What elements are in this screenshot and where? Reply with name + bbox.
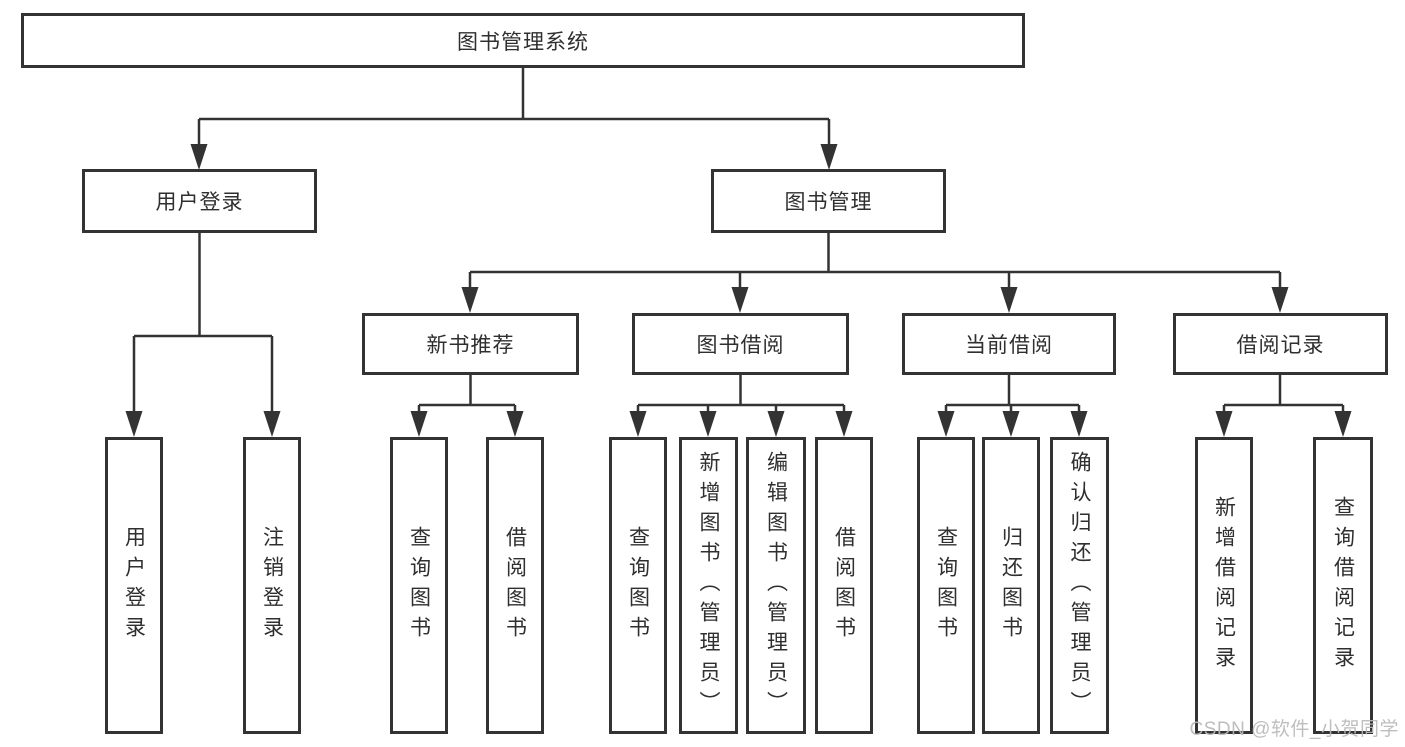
arrow-down-icon [835,411,853,437]
node-book-management: 图书管理 [711,169,946,233]
leaf-borrow-borrow-label: 借阅图书 [832,525,856,646]
arrow-down-icon [1334,411,1352,437]
arrow-down-icon [461,287,479,313]
connector-new-book-to-leaves [417,375,517,413]
leaf-current-query-label: 查询图书 [934,525,958,646]
node-new-book-recommend-label: 新书推荐 [426,334,515,357]
leaf-borrow-borrow: 借阅图书 [815,437,873,734]
arrow-down-icon [1070,411,1088,437]
arrow-down-icon [263,411,281,437]
node-book-borrow: 图书借阅 [632,313,849,375]
connector-root-to-level2 [197,68,831,146]
leaf-borrow-edit: 编辑图书（管理员） [746,437,806,734]
node-book-borrow-label: 图书借阅 [696,334,785,357]
arrow-down-icon [699,411,717,437]
leaf-user-login: 用户登录 [105,437,163,734]
leaf-borrow-add-label: 新增图书（管理员） [697,450,720,721]
leaf-newbook-borrow-label: 借阅图书 [503,525,527,646]
leaf-record-query: 查询借阅记录 [1313,437,1373,734]
arrow-down-icon [937,411,955,437]
leaf-record-query-label: 查询借阅记录 [1331,495,1355,676]
leaf-borrow-query-label: 查询图书 [626,525,650,646]
leaf-newbook-borrow: 借阅图书 [486,437,544,734]
leaf-record-add-label: 新增借阅记录 [1212,495,1236,676]
leaf-current-confirm: 确认归还（管理员） [1050,437,1109,734]
arrow-down-icon [767,411,785,437]
connector-book-borrow-to-leaves [636,375,846,413]
arrow-down-icon [506,411,524,437]
leaf-current-query: 查询图书 [917,437,975,734]
arrow-down-icon [1271,287,1289,313]
arrow-down-icon [1000,287,1018,313]
leaf-borrow-add: 新增图书（管理员） [679,437,738,734]
leaf-record-add: 新增借阅记录 [1195,437,1253,734]
arrow-down-icon [410,411,428,437]
arrow-down-icon [629,411,647,437]
leaf-borrow-edit-label: 编辑图书（管理员） [764,450,788,721]
arrow-down-icon [1215,411,1233,437]
leaf-newbook-query: 查询图书 [390,437,448,734]
node-root: 图书管理系统 [21,13,1025,68]
node-borrow-record-label: 借阅记录 [1236,334,1325,357]
leaf-current-return-label: 归还图书 [999,525,1023,646]
node-current-borrow: 当前借阅 [902,313,1116,375]
arrow-down-icon [125,411,143,437]
connector-borrow-record-to-leaves [1222,375,1345,413]
node-root-label: 图书管理系统 [457,30,589,54]
leaf-logout-label: 注销登录 [260,525,284,646]
csdn-watermark: CSDN @软件_小贺同学 [1189,719,1399,740]
node-book-management-label: 图书管理 [784,191,873,214]
arrow-down-icon [820,144,838,170]
arrowheads [125,144,1352,437]
leaf-borrow-query: 查询图书 [609,437,667,734]
leaf-newbook-query-label: 查询图书 [407,525,431,646]
connector-current-borrow-to-leaves [944,375,1081,413]
leaf-user-login-label: 用户登录 [122,525,146,646]
arrow-down-icon [1002,411,1020,437]
leaf-current-return: 归还图书 [982,437,1040,734]
connector-book-management-to-level3 [468,233,1282,289]
leaf-current-confirm-label: 确认归还（管理员） [1068,450,1091,721]
leaf-logout: 注销登录 [243,437,301,734]
arrow-down-icon [731,287,749,313]
node-user-login: 用户登录 [82,169,317,233]
connector-user-login-to-leaves [132,233,274,413]
node-new-book-recommend: 新书推荐 [362,313,579,375]
node-user-login-label: 用户登录 [155,191,244,214]
arrow-down-icon [190,144,208,170]
node-borrow-record: 借阅记录 [1173,313,1388,375]
node-current-borrow-label: 当前借阅 [965,334,1053,357]
